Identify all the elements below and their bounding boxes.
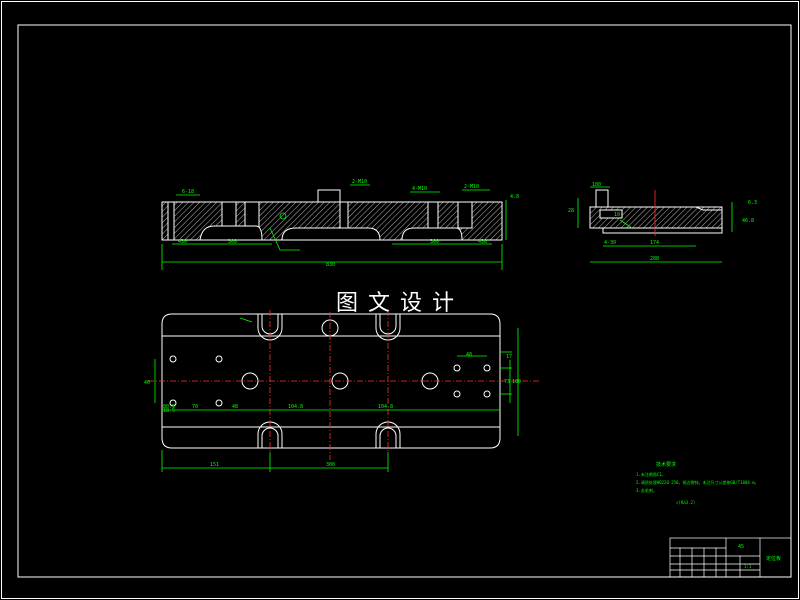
material: 45 xyxy=(738,544,744,550)
side-dim-4: 4-30 xyxy=(604,240,616,246)
note-3: 4-M10 xyxy=(412,186,427,192)
plan-dim-100: 100 xyxy=(512,379,521,385)
roughness-symbol: √(Ra3.2) xyxy=(676,500,695,505)
note-2: 2-M10 xyxy=(352,179,367,185)
section-view-dimensions xyxy=(161,184,507,270)
note-4: 2-M10 xyxy=(464,184,479,190)
tech-note-2: 2.调质处理HB220-250，锐边倒钝，未注尺寸公差按GB/T1804-m。 xyxy=(636,479,759,485)
section-view-front xyxy=(161,189,503,241)
side-dim-1: 28 xyxy=(568,208,574,214)
side-dim-8: 46.8 xyxy=(742,218,754,224)
overall-length-dim: 830 xyxy=(326,262,335,268)
side-view-labels: 28 100 10 4-30 174 288 6.3 46.8 xyxy=(568,182,757,262)
part-name: 定位板 xyxy=(766,555,781,562)
plan-dim-73: 73 xyxy=(504,379,510,385)
side-view xyxy=(589,189,723,234)
plan-dim-18-5: 18.5 xyxy=(163,408,175,414)
right-dim-2: 430 xyxy=(478,239,487,245)
plan-dim-151: 151 xyxy=(210,462,219,468)
side-dim-2: 100 xyxy=(592,182,601,188)
tech-note-1: 1.未注倒角C1。 xyxy=(636,471,666,477)
title-block xyxy=(669,537,792,578)
drawing-inner-border xyxy=(17,24,792,578)
plan-dim-17: 17 xyxy=(506,354,512,360)
plan-dim-48: 48 xyxy=(232,404,238,410)
plan-dim-104-8-b: 104.8 xyxy=(378,404,393,410)
right-dim-1: 300 xyxy=(430,239,439,245)
plan-dim-70: 70 xyxy=(192,404,198,410)
plan-dim-80-5: 80.5 xyxy=(163,404,175,410)
watermark-text: 图文设计 xyxy=(336,291,465,316)
left-dim-1: 430 xyxy=(178,239,187,245)
plan-dim-300: 300 xyxy=(326,462,335,468)
plan-dim-40: 40 xyxy=(144,380,150,386)
plan-dim-48-r: 48 xyxy=(466,352,472,358)
side-dim-7: 6.3 xyxy=(748,200,757,206)
scale: 1:1 xyxy=(744,564,752,569)
side-dim-5: 174 xyxy=(650,240,659,246)
plan-dim-104-8-a: 104.8 xyxy=(288,404,303,410)
left-dim-2: 300 xyxy=(228,239,237,245)
tech-notes-title: 技术要求 xyxy=(656,461,676,468)
plan-view-dimensions xyxy=(154,317,519,472)
note-5: 4.8 xyxy=(510,194,519,200)
note-1: 6-18 xyxy=(182,189,194,195)
plan-view-labels: 151 300 80.5 70 48 104.8 104.8 17 48 73 … xyxy=(144,352,521,468)
side-dim-6: 288 xyxy=(650,256,659,262)
side-view-dimensions xyxy=(577,186,733,263)
tech-note-3: 3.去毛刺。 xyxy=(636,487,657,493)
title-block-text: 定位板 45 1:1 xyxy=(738,544,781,569)
side-dim-3: 10 xyxy=(614,212,620,218)
section-view-labels: 830 430 300 300 430 6-18 2-M10 4-M10 2-M… xyxy=(178,179,519,268)
plan-view-centerlines xyxy=(148,310,540,460)
plan-view xyxy=(161,313,501,449)
technical-notes: 技术要求 1.未注倒角C1。 2.调质处理HB220-250，锐边倒钝，未注尺寸… xyxy=(636,461,759,505)
